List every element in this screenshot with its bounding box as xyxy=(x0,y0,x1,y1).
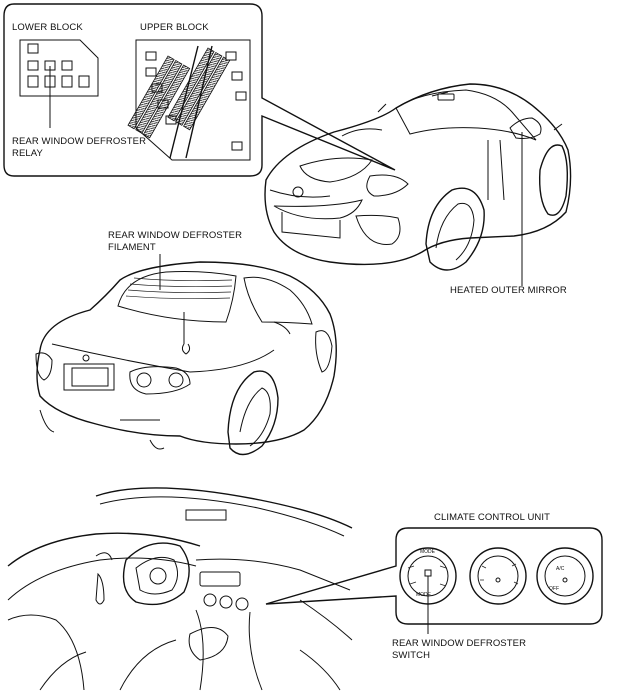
lower-block xyxy=(19,39,99,128)
callout-bubble xyxy=(3,3,396,177)
mode-dial-top-text: MODE xyxy=(420,549,436,555)
relay-label-line2: RELAY xyxy=(12,148,44,159)
filament-label-line1: REAR WINDOW DEFROSTER xyxy=(108,230,242,241)
filament-label-line2: FILAMENT xyxy=(108,242,156,253)
front-car-illustration xyxy=(264,83,572,271)
fuse-block-callout: LOWER BLOCK UPPER BLOCK REAR WINDOW DEFR… xyxy=(3,3,396,177)
climate-control-callout: MODE MODE A/C OFF xyxy=(265,527,603,634)
switch-label-line2: SWITCH xyxy=(392,650,430,661)
fan-dial xyxy=(469,547,527,605)
upper-block-label: UPPER BLOCK xyxy=(140,22,209,33)
lower-block-label: LOWER BLOCK xyxy=(12,22,83,33)
rear-window-filament xyxy=(125,277,233,300)
rear-car-illustration xyxy=(35,261,337,456)
upper-block xyxy=(127,39,251,161)
climate-unit-label: CLIMATE CONTROL UNIT xyxy=(434,512,550,523)
switch-label-line1: REAR WINDOW DEFROSTER xyxy=(392,638,526,649)
interior-illustration xyxy=(7,487,353,691)
mode-dial-mode-text: MODE xyxy=(416,592,432,598)
off-text: OFF xyxy=(549,586,559,592)
ac-text: A/C xyxy=(556,566,565,572)
heated-mirror-label: HEATED OUTER MIRROR xyxy=(450,285,567,296)
temperature-dial: A/C OFF xyxy=(536,547,594,605)
relay-label-line1: REAR WINDOW DEFROSTER xyxy=(12,136,146,147)
heated-mirror-shape xyxy=(509,117,542,139)
